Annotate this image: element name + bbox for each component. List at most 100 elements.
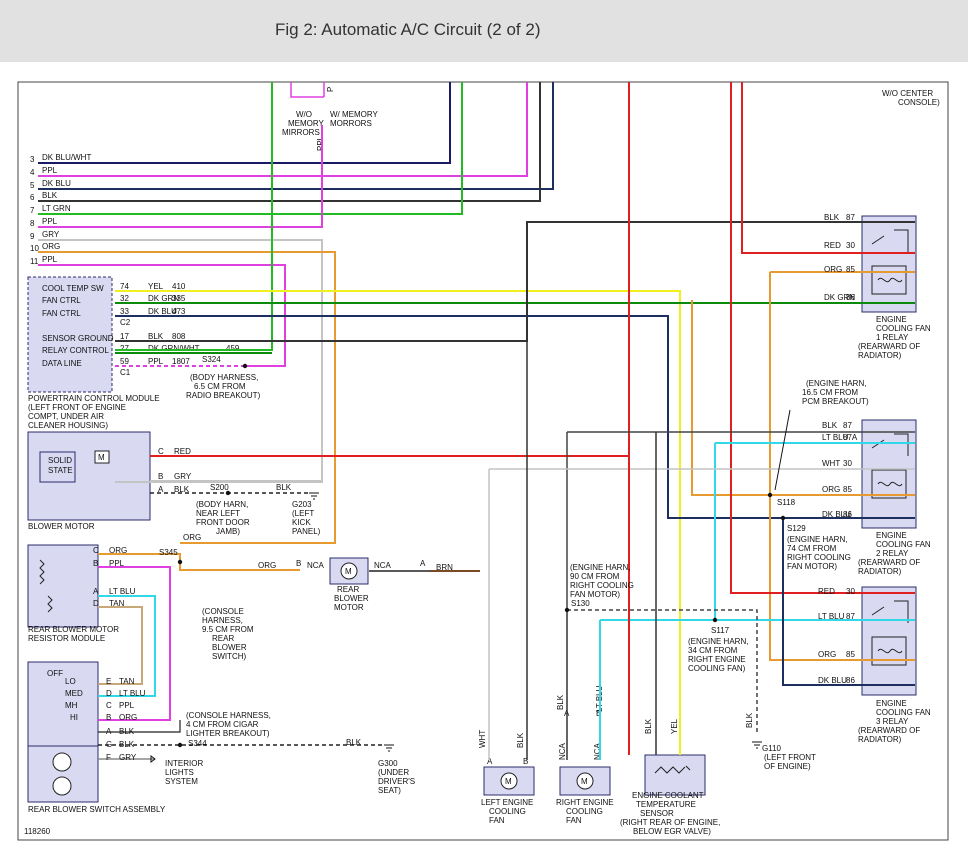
rear-resistor-label-1: REAR BLOWER MOTOR (28, 625, 119, 634)
interior-label-0: INTERIOR (165, 759, 203, 768)
splice-s117-dot (712, 617, 718, 623)
switch-pin-E: E (106, 677, 111, 686)
interior-label-1: LIGHTS (165, 768, 194, 777)
rear-switch-box (27, 661, 99, 747)
wire-number-3: 3 (30, 155, 35, 164)
pcm-pin-name-4: SENSOR GROUND (42, 334, 114, 343)
ground-g110-label-2: OF ENGINE) (764, 762, 811, 771)
splice-s344-label: S344 (188, 739, 207, 748)
splice-s118-leader (774, 409, 791, 491)
splice-s117-note-0: (ENGINE HARN, (688, 637, 748, 646)
wire-number-9: 9 (30, 232, 35, 241)
wire-label-5: DK BLU (42, 179, 71, 188)
left-fan-label-1: COOLING (489, 807, 526, 816)
relay-2-pin-color-0: BLK (822, 421, 838, 430)
switch-pos-lo: LO (65, 677, 76, 686)
splice-s345-dot (177, 559, 183, 565)
ground-g203-label-3: PANEL) (292, 527, 321, 536)
sensor-wire-b: YEL (670, 718, 679, 734)
switch-pin-G: G (106, 740, 112, 749)
splice-s129-note-2: RIGHT COOLING (787, 553, 851, 562)
relay-1-label-1: COOLING FAN (876, 324, 931, 333)
resistor-pin-B: B (93, 559, 98, 568)
splice-s130-note-1: 90 CM FROM (570, 572, 620, 581)
ground-g110 (752, 741, 762, 749)
relay-1-pin-num-3: 86 (846, 293, 855, 302)
wire-label-8: PPL (42, 217, 58, 226)
ppl-vertical-label: PPL (316, 135, 325, 151)
pcm-pin-name-1: FAN CTRL (42, 296, 81, 305)
solid-state-line2: STATE (48, 466, 73, 475)
console-note-0: (CONSOLE (202, 607, 244, 616)
wire-label-6: BLK (42, 191, 58, 200)
resistor-pin-color-D: TAN (109, 599, 125, 608)
sensor-label-1: TEMPERATURE (636, 800, 696, 809)
ground-g300-label-2: DRIVER'S (378, 777, 415, 786)
relay-2-pin-color-4: DK BLU (822, 510, 851, 519)
wo-center-line1: W/O CENTER (882, 89, 933, 98)
figure-header-bar: Fig 2: Automatic A/C Circuit (2 of 2) (0, 0, 968, 62)
wire-org-relay-trunk (769, 272, 915, 661)
relay-2-pin-num-4: 86 (843, 510, 852, 519)
wire-number-5: 5 (30, 181, 35, 190)
console-note-4: BLOWER (212, 643, 247, 652)
relay-3-pin-num-1: 87 (846, 612, 855, 621)
wire-dk-blu-5 (38, 82, 554, 190)
wire-number-11: 11 (30, 257, 39, 266)
relay-3-pin-color-3: DK BLU (818, 676, 847, 685)
switch-pin-color-E: TAN (119, 677, 135, 686)
relay-2-pin-color-1: LT BLU (822, 433, 849, 442)
resistor-symbol (39, 559, 53, 613)
wo-center-line2: CONSOLE) (898, 98, 940, 107)
ground-g110-label-0: G110 (762, 744, 782, 753)
blower-pin-a-color: BLK (174, 485, 190, 494)
relay-3-pin-color-2: ORG (818, 650, 836, 659)
wire-dk-blu-wht (38, 82, 451, 164)
rear-motor-label-1: REAR (337, 585, 359, 594)
console-note-1: HARNESS, (202, 616, 243, 625)
sensor-label-0: ENGINE COOLANT (632, 791, 704, 800)
wire-ppl-mirror-bracket (290, 82, 325, 98)
relay-2-pin-num-1: 87A (843, 433, 858, 442)
pcm-pin-circuit-6: 1807 (172, 357, 190, 366)
ground-g203 (309, 492, 319, 500)
resistor-pin-D: D (93, 599, 99, 608)
fan-motor-m-1: M (581, 777, 588, 786)
switch-pin-D: D (106, 689, 112, 698)
relay-1-pin-color-3: DK GRN (824, 293, 855, 302)
wire-ppl-resistor (98, 566, 171, 721)
pcm-splice-note-3: RADIO BREAKOUT) (186, 391, 261, 400)
relay-1-pin-num-0: 87 (846, 213, 855, 222)
sensor-label-3: (RIGHT REAR OF ENGINE, (620, 818, 720, 827)
splice-s118-note-0: (ENGINE HARN, (806, 379, 866, 388)
pcm-pin-color-0: YEL (148, 282, 164, 291)
cigar-note-0: (CONSOLE HARNESS, (186, 711, 271, 720)
splice-s117-note-3: COOLING FAN) (688, 664, 746, 673)
wire-group-main (38, 82, 915, 763)
splice-s129-note-3: FAN MOTOR) (787, 562, 837, 571)
switch-pos-mh: MH (65, 701, 78, 710)
switch-pos-hi: HI (70, 713, 78, 722)
sensor-box (644, 754, 706, 796)
relay-2-pin-color-2: WHT (822, 459, 840, 468)
resistor-pin-color-A: LT BLU (109, 587, 136, 596)
switch-pin-B: B (106, 713, 111, 722)
relay-3-label-0: ENGINE (876, 699, 907, 708)
blower-motor-label: BLOWER MOTOR (28, 522, 95, 531)
pcm-pin-number-2: 33 (120, 307, 129, 316)
wire-label-3: DK BLU/WHT (42, 153, 91, 162)
resistor-pin-color-B: PPL (109, 559, 125, 568)
ground-g300 (384, 744, 394, 752)
figure-number: 118260 (24, 827, 51, 836)
right-fan-wire-a: BLK (556, 694, 565, 710)
sensor-symbol (654, 765, 691, 774)
left-fan-label-2: FAN (489, 816, 505, 825)
wire-dk-blu-473 (115, 315, 915, 519)
splice-s130-note-0: (ENGINE HARN, (570, 563, 630, 572)
relay-2-pin-num-3: 85 (843, 485, 852, 494)
switch-pin-color-B: ORG (119, 713, 137, 722)
pcm-splice-note-2: 6.5 CM FROM (194, 382, 246, 391)
